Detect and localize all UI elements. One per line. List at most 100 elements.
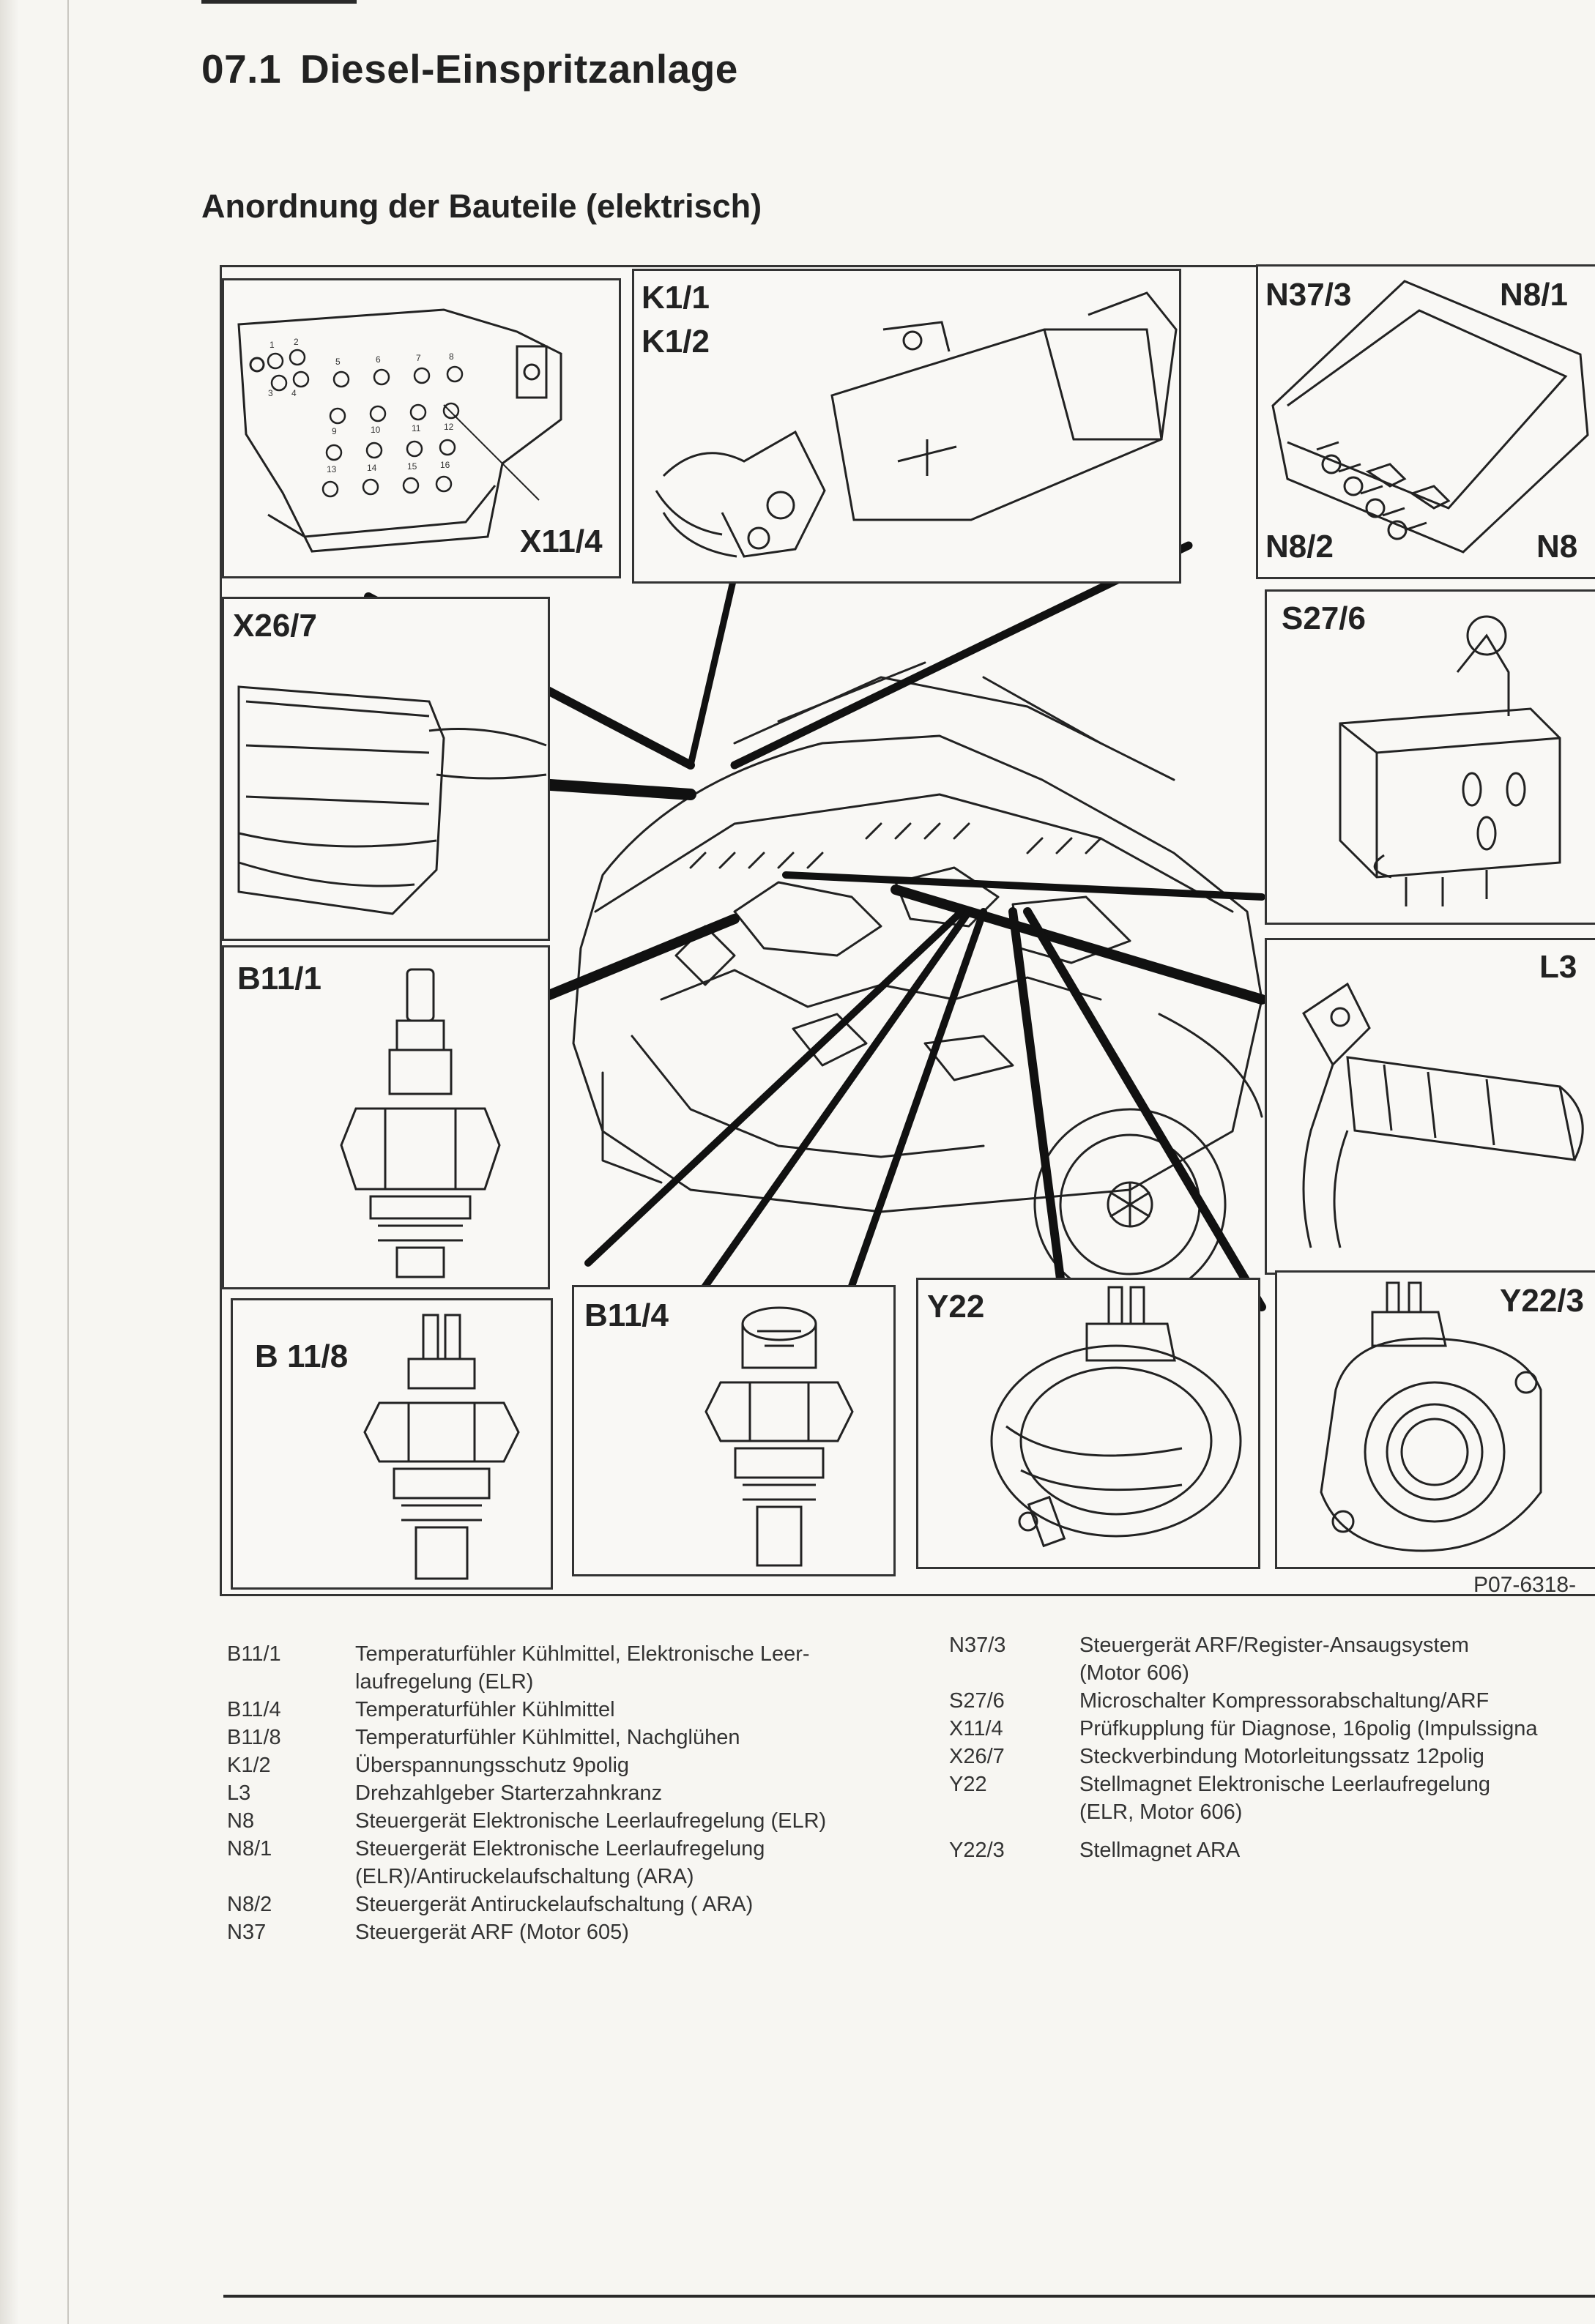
binding-line [67,0,69,2324]
legend-code: B11/1 [227,1642,281,1666]
microswitch-drawing [1339,615,1561,906]
pin-number: 10 [371,425,381,435]
legend-item: X11/4 Prüfkupplung für Diagnose, 16polig… [949,1715,1595,1743]
legend-code: Y22/3 [949,1839,1005,1862]
legend-desc: Temperaturfühler Kühlmittel, Elektronisc… [355,1642,810,1666]
legend-code: L3 [227,1781,251,1805]
label-k1-1: K1/1 [642,280,710,316]
pin-number: 16 [440,460,450,470]
control-unit-drawing [1271,280,1589,554]
label-n8-2: N8/2 [1265,529,1334,565]
panel-y22-3: Y22/3 [1275,1270,1595,1569]
legend-code: N8 [227,1809,255,1833]
label-k1-2: K1/2 [642,324,710,360]
legend-desc: Überspannungsschutz 9polig [355,1754,630,1777]
panel-s27-6: S27/6 [1265,589,1595,925]
legend-desc: Drehzahlgeber Starterzahnkranz [355,1781,663,1805]
top-rule [201,0,357,4]
speed-sensor-drawing [1302,982,1584,1248]
pin-number: 14 [367,463,377,473]
legend-item: B11/1 Temperaturfühler Kühlmittel, Elekt… [227,1640,923,1696]
legend-desc: laufregelung (ELR) [355,1670,534,1694]
legend-code: X26/7 [949,1745,1005,1768]
legend-item: N8/2 Steuergerät Antiruckelaufschaltung … [227,1891,923,1918]
legend-code: Y22 [949,1773,987,1796]
legend-code: B11/8 [227,1726,281,1749]
panel-control-units: N37/3 N8/1 N8/2 N8 [1256,264,1595,579]
legend-desc: Temperaturfühler Kühlmittel [355,1698,615,1721]
pin-number: 15 [407,461,417,472]
preglow-temp-sensor-drawing [363,1314,520,1580]
legend-desc: (ELR, Motor 606) [1079,1800,1243,1824]
legend-item: X26/7 Steckverbindung Motorleitungssatz … [949,1743,1595,1770]
diagnostic-socket-drawing: 1 2 3 4 5 6 7 8 9 10 11 12 13 14 15 16 [237,308,562,553]
legend-code: N8/1 [227,1837,272,1861]
legend-item: B11/8 Temperaturfühler Kühlmittel, Nachg… [227,1724,923,1751]
legend-code: N37/3 [949,1634,1006,1657]
legend-code: K1/2 [227,1754,271,1777]
label-n8: N8 [1536,529,1578,565]
legend-item: B11/4 Temperaturfühler Kühlmittel [227,1696,923,1724]
coolant-temp-sensor-2-drawing [704,1306,854,1567]
label-n8-1: N8/1 [1500,277,1568,313]
legend-desc: Microschalter Kompressorabschaltung/ARF [1079,1689,1490,1713]
panel-x26-7: X26/7 [222,597,550,941]
legend-item: K1/2 Überspannungsschutz 9polig [227,1751,923,1779]
pin-number: 12 [444,422,454,432]
label-x11-4: X11/4 [520,524,603,559]
pin-number: 1 [269,340,275,350]
label-n37-3: N37/3 [1265,277,1352,313]
ara-actuator-drawing [1320,1281,1542,1552]
legend-item: N37/3 Steuergerät ARF/Register-Ansaugsys… [949,1631,1595,1687]
legend-left: B11/1 Temperaturfühler Kühlmittel, Elekt… [227,1640,923,1946]
legend-item: N8/1 Steuergerät Elektronische Leerlaufr… [227,1835,923,1891]
pin-number: 13 [327,464,337,474]
figure-code: P07-6318- [1473,1573,1577,1597]
label-y22: Y22 [927,1289,985,1325]
panel-k1: K1/1 K1/2 [632,269,1181,584]
idle-actuator-drawing [990,1286,1242,1548]
legend-item: Y22/3 Stellmagnet ARA [949,1836,1595,1864]
pin-number: 8 [449,351,454,362]
relay-drawing [655,291,1178,558]
pin-number: 6 [376,354,381,365]
legend-desc: Temperaturfühler Kühlmittel, Nachglühen [355,1726,740,1749]
legend-desc: (ELR)/Antiruckelaufschaltung (ARA) [355,1865,694,1888]
label-x26-7: X26/7 [233,608,317,644]
coolant-temp-sensor-drawing [340,968,501,1278]
bottom-rule [223,2295,1595,2298]
legend-code: S27/6 [949,1689,1005,1713]
label-s27-6: S27/6 [1282,600,1366,636]
legend-item: S27/6 Microschalter Kompressorabschaltun… [949,1687,1595,1715]
legend-desc: Steuergerät Antiruckelaufschaltung ( ARA… [355,1893,754,1916]
panel-b11-8: B 11/8 [231,1298,553,1590]
legend-desc: Steuergerät ARF (Motor 605) [355,1921,629,1944]
legend-desc: Steuergerät ARF/Register-Ansaugsystem [1079,1634,1469,1657]
legend-desc: Prüfkupplung für Diagnose, 16polig (Impu… [1079,1717,1538,1740]
pin-number: 3 [268,388,273,398]
label-l3: L3 [1539,949,1577,985]
pin-number: 7 [416,353,421,363]
legend-desc: Steckverbindung Motorleitungssatz 12poli… [1079,1745,1484,1768]
panel-x11-4: 1 2 3 4 5 6 7 8 9 10 11 12 13 14 15 16 X… [222,278,621,578]
panel-b11-4: B11/4 [572,1285,896,1576]
pin-number: 9 [332,426,337,436]
legend-right: N37/3 Steuergerät ARF/Register-Ansaugsys… [949,1631,1595,1864]
legend-desc: (Motor 606) [1079,1661,1189,1685]
legend-desc: Stellmagnet ARA [1079,1839,1241,1862]
panel-y22: Y22 [916,1278,1260,1569]
legend-desc: Steuergerät Elektronische Leerlaufregelu… [355,1837,765,1861]
legend-code: B11/4 [227,1698,281,1721]
legend-desc: Stellmagnet Elektronische Leerlaufregelu… [1079,1773,1491,1796]
pin-number: 5 [335,357,341,367]
label-b11-4: B11/4 [584,1297,669,1333]
section-number: 07.1 [201,46,282,92]
pin-number: 11 [412,423,421,433]
component-location-figure: 1 2 3 4 5 6 7 8 9 10 11 12 13 14 15 16 X… [220,264,1595,1596]
label-y22-3: Y22/3 [1500,1283,1584,1319]
legend-code: X11/4 [949,1717,1003,1740]
legend-item: L3 Drehzahlgeber Starterzahnkranz [227,1779,923,1807]
panel-l3: L3 [1265,938,1595,1275]
pin-number: 2 [294,337,299,347]
